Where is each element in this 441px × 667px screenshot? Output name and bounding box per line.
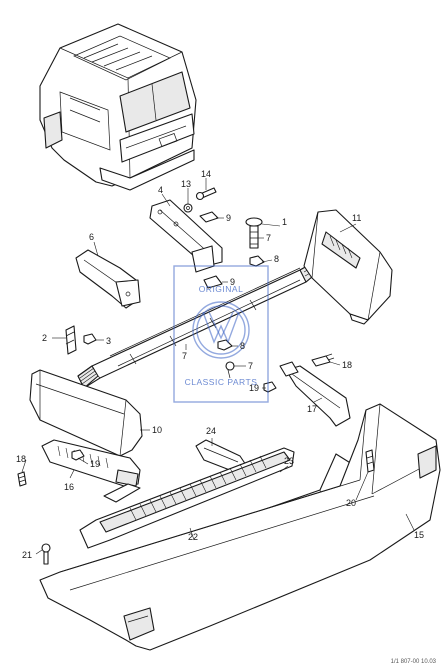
callout-10: 10 xyxy=(152,425,162,435)
step-cover-22 xyxy=(79,447,295,549)
callout-7-lower: 7 xyxy=(248,361,253,371)
callout-16: 16 xyxy=(64,482,74,492)
stud-1 xyxy=(245,217,263,249)
callout-1: 1 xyxy=(282,217,287,227)
clip-2 xyxy=(65,325,77,355)
callout-3: 3 xyxy=(106,336,111,346)
bracket-4 xyxy=(75,249,141,309)
bolt-21 xyxy=(41,543,51,565)
callout-17: 17 xyxy=(307,404,317,414)
bolt-20 xyxy=(365,449,375,473)
bracket-17 xyxy=(279,361,351,427)
vw-logo-icon xyxy=(192,301,250,359)
callout-4: 6 xyxy=(89,232,94,242)
nut-3 xyxy=(83,333,97,345)
callout-19-right: 19 xyxy=(249,383,259,393)
callout-23: 23 xyxy=(284,456,294,466)
bolt-13 xyxy=(183,203,193,213)
watermark-line1: ORIGINAL xyxy=(199,284,244,294)
callout-2: 2 xyxy=(42,333,47,343)
callout-5: 4 xyxy=(158,185,163,195)
end-cap-10 xyxy=(29,369,143,457)
van-illustration xyxy=(39,23,197,191)
callout-labels: 4 13 14 9 1 7 8 9 8 7 6 7 2 3 11 18 19 1… xyxy=(16,169,424,560)
callout-11: 11 xyxy=(352,213,361,223)
callout-6: 7 xyxy=(182,351,187,361)
callout-9-mid: 9 xyxy=(230,277,235,287)
callout-15: 15 xyxy=(414,530,424,540)
clip-9-top xyxy=(199,211,219,223)
nut-19-right xyxy=(263,381,277,393)
bolt-7-lower xyxy=(225,361,235,379)
nut-8-mid xyxy=(217,339,233,351)
callout-8-mid: 8 xyxy=(240,341,245,351)
callout-18-left: 18 xyxy=(16,454,26,464)
leader-lines xyxy=(21,178,415,555)
callout-20: 20 xyxy=(346,498,356,508)
callout-21: 21 xyxy=(22,550,32,560)
callout-19-left: 19 xyxy=(90,459,100,469)
footer-code: 1/1 807-00 10.03 xyxy=(391,659,437,665)
watermark: ORIGINAL CLASSIC PARTS xyxy=(173,265,269,403)
callout-8-top: 8 xyxy=(274,254,279,264)
callout-18-right: 18 xyxy=(342,360,352,370)
callout-7-top: 7 xyxy=(266,233,271,243)
callout-14: 14 xyxy=(201,169,211,179)
bolt-18-left xyxy=(17,471,27,487)
watermark-line2: CLASSIC PARTS xyxy=(185,377,258,387)
callout-22: 22 xyxy=(188,532,198,542)
rear-bumper-15 xyxy=(39,403,441,651)
nut-8-top xyxy=(249,255,265,267)
screw-14 xyxy=(195,187,217,201)
clip-9-mid xyxy=(203,275,223,289)
end-cap-11 xyxy=(303,209,393,325)
nut-19-left xyxy=(71,449,85,461)
callout-24: 24 xyxy=(206,426,216,436)
bolt-18-right xyxy=(311,353,335,367)
callout-9-top: 9 xyxy=(226,213,231,223)
callout-13: 13 xyxy=(181,179,191,189)
